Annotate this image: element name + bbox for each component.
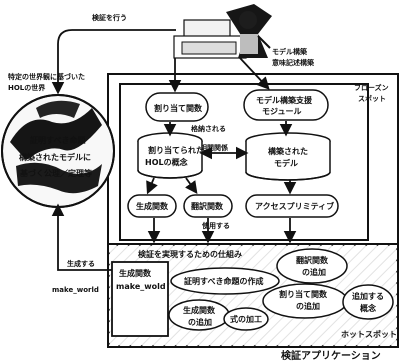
translate-add-ellipse	[276, 248, 348, 284]
formula-processing-label: 式の加工	[230, 314, 262, 324]
generate-function-label: 生成関数	[136, 201, 169, 211]
concept-add-label-line-2: 概念	[360, 303, 376, 313]
mechanism-label: 検証を実現するための仕組み	[138, 249, 242, 259]
translate-add-label-line-2: の追加	[302, 267, 326, 277]
user-at-desk-illustration	[173, 4, 272, 59]
assign-function-label: 割り当て関数	[154, 103, 203, 113]
generate-function-pill	[127, 194, 177, 218]
generate-label: 生成する	[67, 259, 95, 268]
hol-concept-label-line-2: HOLの概念	[145, 157, 188, 167]
proposition-build-ellipse	[170, 267, 280, 295]
hol-globe	[1, 94, 115, 208]
arrow-concept-to-generate	[146, 177, 158, 195]
make-world-outside-label: make_world	[52, 286, 99, 294]
access-primitive-label: アクセスプリミティブ	[255, 201, 334, 211]
proposition-build-label: 証明すべき命題の作成	[184, 276, 263, 286]
verify-label: 検証を行う	[92, 13, 127, 22]
hol-concept-cylinder	[137, 132, 203, 179]
globe-text-line-2: 構築されたモデルに	[19, 152, 91, 162]
built-model-label-line-1: 構築された	[268, 146, 308, 156]
built-model-label-line-2: モデル	[274, 158, 298, 168]
generate-arrow	[51, 203, 112, 271]
assign-add-label-line-2: の追加	[296, 301, 320, 311]
model-build-label-line-2: 意味記述構築	[272, 58, 315, 67]
assign-add-label-line-1: 割り当て関数	[279, 289, 328, 299]
frozen-spot-label-line-2: スポット	[358, 94, 386, 103]
use-label: 使用する	[201, 221, 230, 230]
arrow-to-model-support	[239, 57, 270, 90]
model-support-module-label-line-1: モデル構築支援	[256, 95, 313, 105]
globe-text-line-3: 基づく公理／定理等	[19, 168, 92, 178]
arrow-concept-to-translate	[185, 177, 198, 195]
verify-arrow	[51, 29, 176, 95]
make-world-box	[111, 261, 169, 337]
built-model-cylinder	[245, 132, 331, 181]
hol-world-label-line-2: HOLの世界	[8, 83, 46, 92]
generate-add-label-line-2: の追加	[188, 317, 212, 327]
translate-add-label-line-1: 翻訳関数	[296, 255, 329, 265]
make-world-box-label-line-1: 生成関数	[119, 268, 152, 278]
correspondence-label: 相関関係	[200, 143, 228, 152]
translate-function-label: 翻訳関数	[191, 201, 224, 211]
access-primitive-pill	[245, 194, 339, 218]
assign-function-pill	[145, 92, 209, 122]
model-build-label-line-1: モデル構築	[272, 47, 308, 56]
frozen-spot-label-line-1: フローズン	[354, 83, 389, 92]
hotspot-label: ホットスポット	[341, 329, 397, 339]
concept-add-label-line-1: 追加する	[352, 291, 384, 301]
hol-concept-label-line-1: 割り当てられた	[148, 145, 204, 155]
concept-add-ellipse	[342, 284, 394, 320]
hol-world-label-line-1: 特定の世界観に基づいた	[8, 72, 85, 81]
stored-label: 格納される	[191, 124, 226, 133]
make-world-box-label-line-2: make_wold	[116, 282, 166, 291]
model-support-module-label-line-2: モジュール	[262, 107, 301, 116]
translate-function-pill	[183, 194, 233, 218]
globe-text-line-1: 証明すべき命題	[30, 135, 86, 145]
model-support-module-pill	[243, 89, 329, 121]
generate-add-label-line-1: 生成関数	[183, 305, 216, 315]
formula-processing-ellipse	[223, 307, 269, 331]
caption: 検証アプリケーション	[281, 349, 381, 362]
